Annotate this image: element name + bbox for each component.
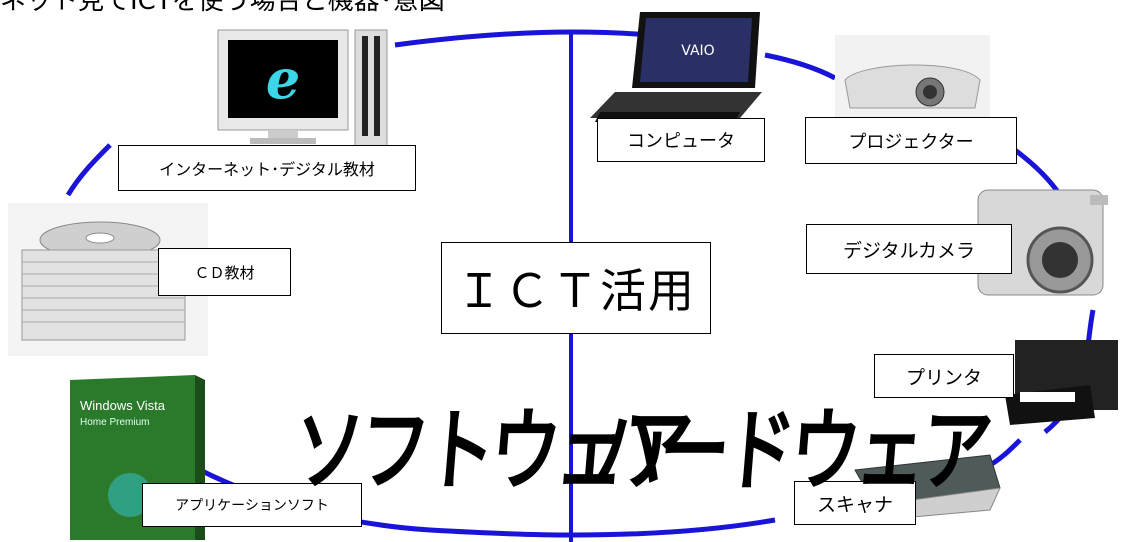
label-cd: ＣＤ教材: [158, 248, 291, 296]
label-internet-digital: インターネット･デジタル教材: [118, 145, 416, 191]
ie-logo-icon: e: [266, 47, 300, 111]
laptop-icon: VAIO: [590, 12, 762, 122]
vista-subtitle: Home Premium: [80, 417, 149, 428]
label-camera: デジタルカメラ: [806, 224, 1012, 274]
center-label-ict: ＩＣＴ活用: [441, 242, 711, 334]
vista-title: Windows Vista: [80, 398, 166, 413]
partial-heading: ネット見でICTを使う場合と機器･意図: [0, 0, 445, 16]
printer-icon: [1005, 340, 1118, 425]
projector-icon: [835, 35, 990, 120]
label-printer: プリンタ: [874, 354, 1014, 398]
monitor-icon: e: [217, 29, 388, 151]
label-projector: プロジェクター: [805, 117, 1017, 164]
hardware-title: ハードウェア: [589, 399, 992, 504]
label-scanner: スキャナ: [794, 481, 916, 525]
label-application: アプリケーションソフト: [142, 483, 362, 527]
label-computer: コンピュータ: [597, 118, 765, 162]
vaio-logo: VAIO: [681, 43, 714, 59]
